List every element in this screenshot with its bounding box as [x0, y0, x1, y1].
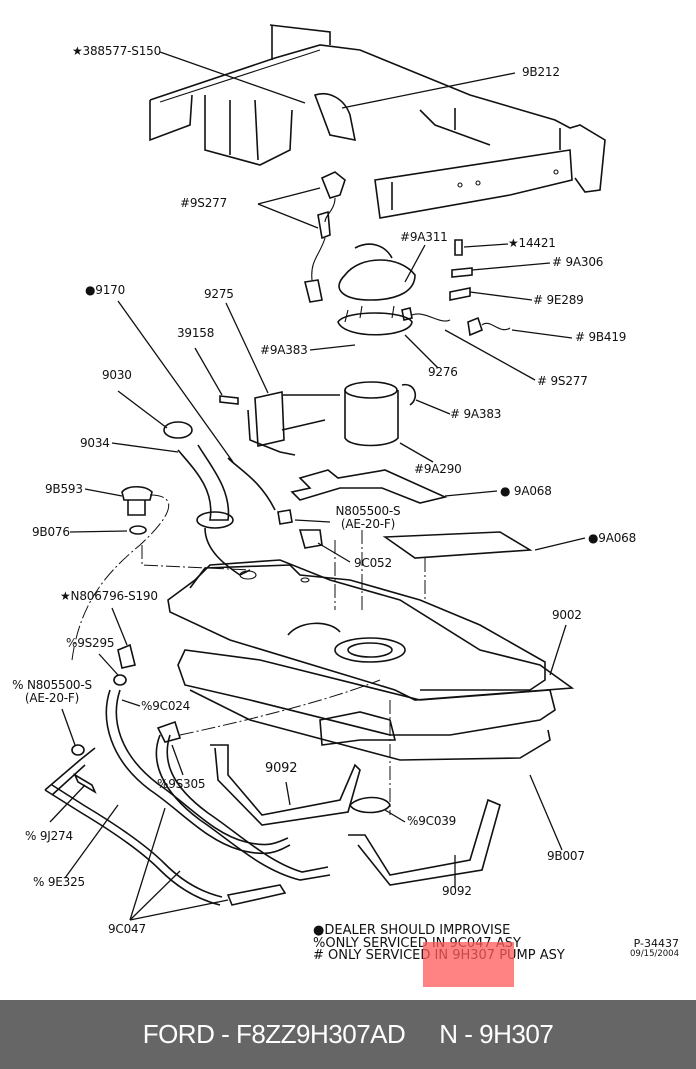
legend-dealer-improvise: ●DEALER SHOULD IMPROVISE	[313, 923, 511, 938]
callout-9b007: 9B007	[547, 849, 585, 863]
callout-14421: ★14421	[508, 236, 556, 250]
callout-9a383-left: #9A383	[260, 343, 308, 357]
reference-date: 09/15/2004	[630, 949, 679, 959]
callout-9170: ●9170	[85, 283, 126, 297]
callout-388577-s150: ★388577-S150	[72, 44, 162, 58]
callout-9b212: 9B212	[522, 65, 560, 79]
fuel-lines	[44, 643, 381, 906]
callout-39158: 39158	[177, 326, 215, 340]
callout-9b419: # 9B419	[575, 330, 627, 344]
callout-9a383-right: # 9A383	[450, 407, 502, 421]
callout-9030: 9030	[102, 368, 132, 382]
callout-9a311: #9A311	[400, 230, 448, 244]
part-number-footer: FORD - F8ZZ9H307AD N - 9H307	[0, 1000, 696, 1069]
callout-9e289: # 9E289	[533, 293, 584, 307]
callout-9034: 9034	[80, 436, 110, 450]
callout-9092-upper: 9092	[265, 761, 298, 776]
pads	[290, 469, 533, 559]
callout-9a290: #9A290	[414, 462, 462, 476]
callout-9e325: % 9E325	[33, 875, 85, 889]
callout-9a306: # 9A306	[552, 255, 604, 269]
callout-9c047: 9C047	[108, 922, 146, 936]
callout-9b593: 9B593	[45, 482, 83, 496]
callout-9s305: %9S305	[157, 777, 206, 791]
callout-n805500-s-lower-line2: (AE-20-F)	[24, 691, 80, 705]
drawing-reference: P-34437 09/15/2004	[630, 938, 679, 959]
callout-9c024: %9C024	[141, 699, 191, 713]
reference-part-number: P-34437	[633, 937, 679, 950]
filler-neck	[71, 421, 293, 661]
callout-9b076: 9B076	[32, 525, 70, 539]
callout-9s277-upper: #9S277	[180, 196, 228, 210]
callout-n805500-s-upper: N805500-S (AE-20-F)	[328, 505, 408, 531]
callout-n806796-s190: ★N806796-S190	[60, 589, 158, 603]
callout-n805500-s-lower: % N805500-S (AE-20-F)	[8, 679, 96, 705]
highlight-box	[423, 942, 514, 987]
exploded-diagram-drawing	[44, 24, 606, 921]
callout-9a068-lower: ●9A068	[588, 531, 637, 545]
callout-9276: 9276	[428, 365, 458, 379]
callout-n805500-s-upper-line1: N805500-S	[335, 504, 401, 518]
crossmember-frame	[149, 24, 606, 219]
callout-9c052: 9C052	[354, 556, 392, 570]
callout-9a068-upper: ● 9A068	[500, 484, 552, 498]
tank-straps	[210, 744, 501, 886]
fuel-pump-sender-parts	[219, 171, 511, 456]
callout-9c039: %9C039	[407, 814, 457, 828]
footer-base-part-number: N - 9H307	[439, 1019, 554, 1049]
callout-9s295: %9S295	[66, 636, 115, 650]
callout-9002: 9002	[552, 608, 582, 622]
callout-9092-lower: 9092	[442, 884, 472, 898]
callout-9s277-lower: # 9S277	[537, 374, 588, 388]
callout-n805500-s-lower-line1: % N805500-S	[12, 678, 92, 692]
callout-9j274: % 9J274	[25, 829, 73, 843]
footer-brand-part-number: FORD - F8ZZ9H307AD	[142, 1019, 406, 1049]
callout-n805500-s-upper-line2: (AE-20-F)	[340, 517, 396, 531]
leader-lines	[49, 51, 586, 921]
callout-9275: 9275	[204, 287, 234, 301]
